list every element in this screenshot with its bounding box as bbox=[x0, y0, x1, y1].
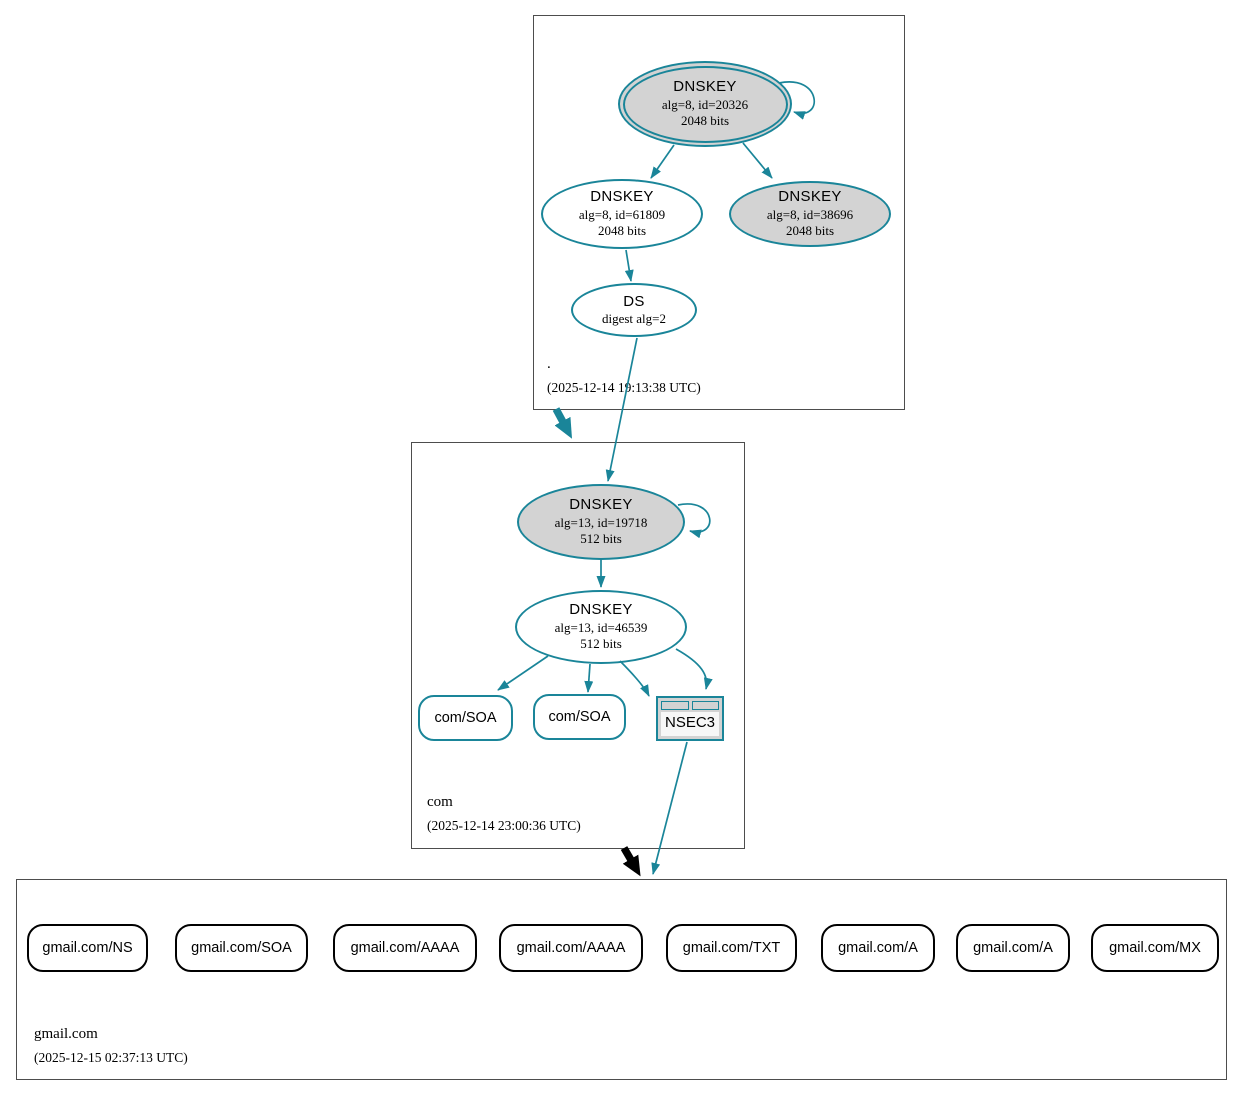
node-detail-bits: 2048 bits bbox=[597, 223, 647, 239]
rrset-label: com/SOA bbox=[548, 709, 611, 725]
node-com-ds[interactable]: DS digest alg=2 bbox=[571, 283, 697, 337]
rrset-label: gmail.com/AAAA bbox=[516, 940, 626, 956]
node-detail-alg-id: alg=8, id=61809 bbox=[578, 207, 666, 223]
node-title: DNSKEY bbox=[569, 601, 633, 619]
node-detail-bits: 2048 bits bbox=[680, 113, 730, 129]
node-root-dnskey-ksk-20326[interactable]: DNSKEY alg=8, id=20326 2048 bits bbox=[618, 61, 792, 147]
node-detail-bits: 512 bits bbox=[580, 531, 622, 547]
node-com-nsec3[interactable]: NSEC3 bbox=[656, 696, 724, 741]
rrset-label: gmail.com/AAAA bbox=[350, 940, 460, 956]
edge-delegation-root-to-com bbox=[552, 407, 573, 439]
node-title: DS bbox=[623, 292, 645, 310]
node-gmail-com-a-2[interactable]: gmail.com/A bbox=[956, 924, 1070, 972]
rrset-label: com/SOA bbox=[434, 710, 497, 726]
zone-name-gmail-com: gmail.com bbox=[34, 1026, 98, 1042]
nsec3-cell-left bbox=[661, 701, 689, 710]
zone-timestamp-com: (2025-12-14 23:00:36 UTC) bbox=[427, 818, 581, 833]
node-title: DNSKEY bbox=[673, 78, 737, 96]
nsec3-label: NSEC3 bbox=[661, 712, 719, 736]
rrset-label: gmail.com/NS bbox=[42, 940, 133, 956]
node-title: DNSKEY bbox=[778, 188, 842, 206]
rrset-label: gmail.com/TXT bbox=[682, 940, 781, 956]
node-detail-digest: digest alg=2 bbox=[601, 311, 667, 327]
node-gmail-com-soa[interactable]: gmail.com/SOA bbox=[175, 924, 308, 972]
node-com-soa-1[interactable]: com/SOA bbox=[418, 695, 513, 741]
node-root-dnskey-38696[interactable]: DNSKEY alg=8, id=38696 2048 bits bbox=[729, 181, 891, 247]
node-gmail-com-aaaa-2[interactable]: gmail.com/AAAA bbox=[499, 924, 643, 972]
rrset-label: gmail.com/A bbox=[973, 940, 1053, 956]
edge-delegation-com-to-gmail bbox=[620, 846, 641, 877]
zone-name-root: . bbox=[547, 356, 551, 372]
zone-name-com: com bbox=[427, 794, 453, 810]
rrset-label: gmail.com/SOA bbox=[191, 940, 292, 956]
node-com-dnskey-zsk-46539[interactable]: DNSKEY alg=13, id=46539 512 bits bbox=[515, 590, 687, 664]
nsec3-cell-right bbox=[691, 701, 719, 710]
node-root-dnskey-zsk-61809[interactable]: DNSKEY alg=8, id=61809 2048 bits bbox=[541, 179, 703, 249]
rrset-label: gmail.com/A bbox=[838, 940, 918, 956]
node-gmail-com-aaaa-1[interactable]: gmail.com/AAAA bbox=[333, 924, 477, 972]
node-detail-bits: 512 bits bbox=[580, 636, 622, 652]
node-com-dnskey-ksk-19718[interactable]: DNSKEY alg=13, id=19718 512 bits bbox=[517, 484, 685, 560]
zone-timestamp-gmail-com: (2025-12-15 02:37:13 UTC) bbox=[34, 1050, 188, 1065]
rrset-label: gmail.com/MX bbox=[1109, 940, 1201, 956]
node-title: DNSKEY bbox=[569, 496, 633, 514]
node-gmail-com-a-1[interactable]: gmail.com/A bbox=[821, 924, 935, 972]
node-gmail-com-txt[interactable]: gmail.com/TXT bbox=[666, 924, 797, 972]
node-detail-alg-id: alg=8, id=38696 bbox=[766, 207, 854, 223]
nsec3-header-cells bbox=[661, 701, 719, 710]
node-detail-bits: 2048 bits bbox=[785, 223, 835, 239]
zone-box-gmail-com: gmail.com (2025-12-15 02:37:13 UTC) bbox=[16, 879, 1227, 1080]
node-com-soa-2[interactable]: com/SOA bbox=[533, 694, 626, 740]
node-gmail-com-ns[interactable]: gmail.com/NS bbox=[27, 924, 148, 972]
node-detail-alg-id: alg=13, id=19718 bbox=[554, 515, 648, 531]
node-title: DNSKEY bbox=[590, 188, 654, 206]
node-detail-alg-id: alg=13, id=46539 bbox=[554, 620, 648, 636]
zone-timestamp-root: (2025-12-14 19:13:38 UTC) bbox=[547, 380, 701, 395]
node-gmail-com-mx[interactable]: gmail.com/MX bbox=[1091, 924, 1219, 972]
zone-box-com: com (2025-12-14 23:00:36 UTC) bbox=[411, 442, 745, 849]
node-detail-alg-id: alg=8, id=20326 bbox=[661, 97, 749, 113]
